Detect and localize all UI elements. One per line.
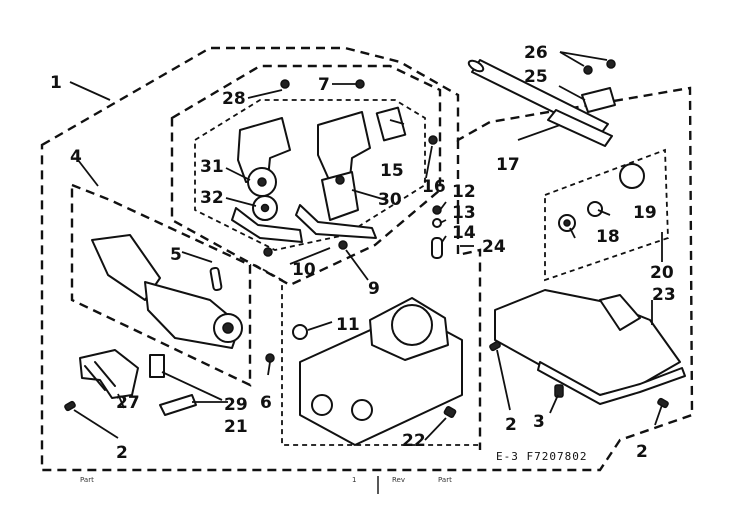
callout-15: 15: [380, 161, 404, 181]
switch-bracket-left: [237, 117, 291, 183]
part-12: [432, 205, 442, 215]
screw-7: [355, 79, 365, 89]
screw-2a: [489, 340, 501, 352]
callout-32: 32: [200, 188, 224, 208]
footer-mid: Rev: [392, 476, 405, 484]
footer-tick: 1: [352, 476, 356, 484]
bracket-27: [79, 349, 139, 399]
burner-orifice-center: [222, 322, 234, 334]
callout-18: 18: [596, 227, 620, 247]
bracket-25: [581, 87, 616, 113]
valve-dial: [391, 304, 433, 346]
footer-left: Part: [80, 476, 94, 484]
screw-28: [280, 79, 290, 89]
callout-1: 1: [50, 73, 62, 93]
callout-labels: 1 2 2 2 3 4 5 6 7 9 10 11 12 13 14 15 16…: [50, 43, 676, 463]
pipe-17-lower: [547, 109, 613, 147]
part-21: [159, 394, 197, 416]
screw-26a: [583, 65, 593, 75]
drawing-code: E-3 F7207802: [496, 450, 587, 463]
screw-16: [428, 135, 438, 145]
switch-30-knob: [335, 175, 345, 185]
screw-26b: [606, 59, 616, 69]
callout-30: 30: [378, 190, 402, 210]
callout-28: 28: [222, 89, 246, 109]
switch-32-center: [260, 203, 270, 213]
callout-29: 29: [224, 395, 248, 415]
callout-19: 19: [633, 203, 657, 223]
bracket-23-rail: [537, 361, 686, 405]
callout-20: 20: [650, 263, 674, 283]
bracket-27-pin-2: [94, 361, 116, 387]
callout-27: 27: [116, 393, 140, 413]
callout-2c: 2: [636, 442, 648, 462]
part-14: [431, 237, 443, 259]
part-22: [443, 406, 457, 418]
callout-25: 25: [524, 67, 548, 87]
part-11: [292, 324, 308, 340]
switch-30: [321, 171, 359, 221]
bracket-27-pin-1: [84, 365, 106, 391]
callout-11: 11: [336, 315, 360, 335]
callout-2b: 2: [505, 415, 517, 435]
callout-22: 22: [402, 431, 426, 451]
part-13: [432, 218, 442, 228]
screw-2b: [657, 397, 669, 409]
switch-30-plate: [295, 204, 377, 239]
fitting-group-boundary: [544, 148, 669, 282]
part-6: [265, 353, 275, 363]
fitting-19-nut: [587, 201, 603, 217]
callout-3: 3: [533, 412, 545, 432]
callout-17: 17: [496, 155, 520, 175]
burner-group-boundary: [70, 183, 252, 387]
valve-port-1: [311, 394, 333, 416]
leader-lines: [69, 51, 663, 441]
part-5: [209, 266, 223, 292]
fitting-18-center: [563, 219, 571, 227]
switch-inner-boundary: [194, 99, 426, 251]
part-29: [149, 354, 165, 378]
fitting-19: [619, 163, 645, 189]
callout-10: 10: [292, 260, 316, 280]
callout-6: 6: [260, 393, 272, 413]
switch-32-plate: [231, 207, 303, 243]
callout-26: 26: [524, 43, 548, 63]
callout-24: 24: [482, 237, 506, 257]
callout-2a: 2: [116, 443, 128, 463]
part-10: [263, 247, 273, 257]
callout-13: 13: [452, 203, 476, 223]
callout-5: 5: [170, 245, 182, 265]
callout-31: 31: [200, 157, 224, 177]
callout-23: 23: [652, 285, 676, 305]
bracket-23-tab: [599, 294, 641, 331]
part-9: [338, 240, 348, 250]
callout-21: 21: [224, 417, 248, 437]
screw-3: [554, 384, 564, 398]
callout-14: 14: [452, 223, 476, 243]
switch-31-center: [257, 177, 267, 187]
callout-16: 16: [422, 177, 446, 197]
footer-right: Part: [438, 476, 452, 484]
callout-7: 7: [318, 75, 330, 95]
valve-port-2: [351, 399, 373, 421]
callout-9: 9: [368, 279, 380, 299]
switch-bracket-right: [317, 111, 371, 183]
callout-12: 12: [452, 182, 476, 202]
valve-divider: [456, 140, 482, 450]
assembly-boundary: [40, 46, 694, 472]
callout-4: 4: [70, 147, 82, 167]
pipe-17-end: [467, 59, 485, 73]
connector-15: [375, 106, 407, 142]
screw-2c: [64, 400, 76, 412]
